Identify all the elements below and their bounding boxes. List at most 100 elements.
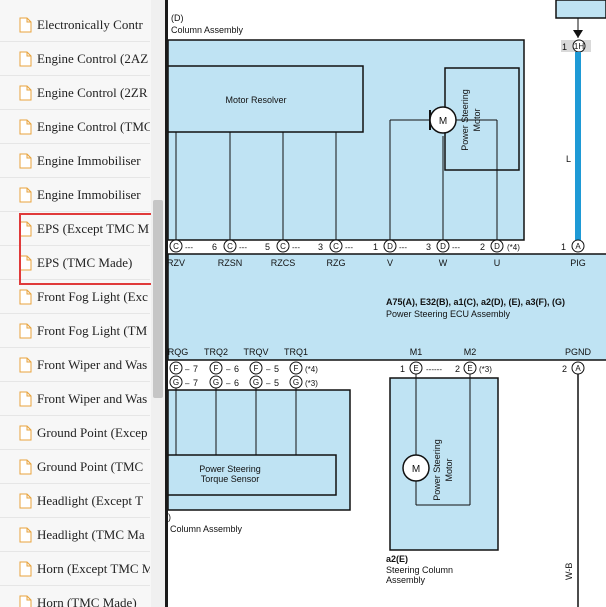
document-icon xyxy=(19,289,32,304)
svg-text:6: 6 xyxy=(234,378,239,388)
sidebar-item[interactable]: Electronically Contr xyxy=(0,8,150,42)
pin-1h-num: 1 xyxy=(562,42,567,52)
sidebar-item[interactable]: Front Wiper and Was xyxy=(0,348,150,382)
sidebar-item-label: Horn (TMC Made) xyxy=(37,594,137,607)
motor-symbol-label: M xyxy=(412,464,420,475)
sidebar-item[interactable]: Engine Control (2AZ xyxy=(0,42,150,76)
svg-text:RZCS: RZCS xyxy=(271,258,296,268)
svg-text:W: W xyxy=(439,258,448,268)
sidebar-item[interactable]: Ground Point (Excep xyxy=(0,416,150,450)
document-icon xyxy=(19,561,32,576)
ps-motor-label-bottom-1: Power Steering xyxy=(432,439,442,501)
ecu-code: A75(A), E32(B), a1(C), a2(D), (E), a3(F)… xyxy=(386,297,565,307)
svg-text:–: – xyxy=(266,365,271,374)
svg-text:G: G xyxy=(173,378,179,387)
pane-divider[interactable] xyxy=(165,0,168,607)
sidebar-item[interactable]: Front Fog Light (TM xyxy=(0,314,150,348)
sidebar-item-label: Front Wiper and Was xyxy=(37,356,148,372)
svg-text:V: V xyxy=(387,258,393,268)
svg-text:3: 3 xyxy=(318,242,323,252)
torque-sensor-label-2: Torque Sensor xyxy=(201,474,260,484)
torque-sensor-inner xyxy=(168,454,337,496)
document-icon xyxy=(19,51,32,66)
svg-text:F: F xyxy=(294,364,299,373)
svg-text:1: 1 xyxy=(373,242,378,252)
sidebar-item[interactable]: Engine Immobiliser xyxy=(0,178,150,212)
sidebar-item[interactable]: Headlight (Except T xyxy=(0,484,150,518)
document-icon xyxy=(19,493,32,508)
svg-text:TRQV: TRQV xyxy=(243,347,268,357)
svg-text:(*4): (*4) xyxy=(507,243,520,252)
document-icon xyxy=(19,153,32,168)
sidebar-item[interactable]: Front Fog Light (Exc xyxy=(0,280,150,314)
bottom-left-name: Column Assembly xyxy=(170,524,243,534)
svg-text:RZSN: RZSN xyxy=(218,258,243,268)
svg-text:F: F xyxy=(214,364,219,373)
svg-text:C: C xyxy=(333,242,339,251)
sidebar-item[interactable]: Horn (Except TMC M xyxy=(0,552,150,586)
sidebar-item-label: Ground Point (Excep xyxy=(37,424,148,440)
svg-text:1: 1 xyxy=(400,364,405,374)
bottom-pin-labels: RQG TRQ2 TRQV TRQ1 M1 M2 PGND xyxy=(168,347,591,357)
motor-symbol-label: M xyxy=(439,116,447,127)
sidebar-item[interactable]: Headlight (TMC Ma xyxy=(0,518,150,552)
top-pin-labels: RZV RZSN RZCS RZG V W U PIG xyxy=(168,258,586,268)
svg-text:6: 6 xyxy=(234,364,239,374)
svg-text:PIG: PIG xyxy=(570,258,586,268)
scrollbar-thumb[interactable] xyxy=(153,200,163,398)
svg-text:TRQ2: TRQ2 xyxy=(204,347,228,357)
svg-text:(*4): (*4) xyxy=(305,365,318,374)
top-right-box xyxy=(555,0,606,19)
sidebar-item-label: Engine Control (TMC xyxy=(37,118,150,134)
wiring-diagram: (D) Column Assembly Motor Resolver M Pow… xyxy=(168,0,606,607)
ps-motor-box-top xyxy=(444,67,520,171)
sidebar-item[interactable]: Engine Control (2ZR xyxy=(0,76,150,110)
svg-text:RZV: RZV xyxy=(168,258,185,268)
svg-text:–: – xyxy=(266,379,271,388)
document-icon xyxy=(19,85,32,100)
svg-text:G: G xyxy=(253,378,259,387)
svg-text:7: 7 xyxy=(193,364,198,374)
svg-text:C: C xyxy=(173,242,179,251)
sidebar-item[interactable]: Ground Point (TMC xyxy=(0,450,150,484)
sidebar-item-label: Ground Point (TMC xyxy=(37,458,144,474)
top-pin-row: C --- 6 C --- 5 C --- 3 C --- 1 D --- 3 … xyxy=(169,239,585,253)
sidebar-scrollbar[interactable] xyxy=(151,0,165,607)
top-left-code: (D) xyxy=(171,13,184,23)
svg-text:–: – xyxy=(226,379,231,388)
sidebar-item-label: Front Fog Light (TM xyxy=(37,322,148,338)
svg-text:F: F xyxy=(174,364,179,373)
svg-text:7: 7 xyxy=(193,378,198,388)
sidebar-item-label: Electronically Contr xyxy=(37,16,143,32)
sidebar-item[interactable]: Horn (TMC Made) xyxy=(0,586,150,607)
pgnd-pin: 2 A W-B xyxy=(562,361,585,607)
svg-text:---: --- xyxy=(399,243,407,252)
ps-motor-label-top-1: Power Steering xyxy=(460,89,470,151)
svg-text:---: --- xyxy=(185,243,193,252)
svg-text:C: C xyxy=(227,242,233,251)
sidebar-item[interactable]: Engine Immobiliser xyxy=(0,144,150,178)
pin-1h-conn: 1H xyxy=(574,42,584,51)
svg-text:A: A xyxy=(575,242,581,251)
svg-text:---: --- xyxy=(345,243,353,252)
sidebar-item-label: Front Fog Light (Exc xyxy=(37,288,148,304)
svg-text:W-B: W-B xyxy=(564,563,574,580)
e-pin-row: 1 E ------ 2 E (*3) xyxy=(400,361,492,375)
sidebar-item-label: Engine Immobiliser xyxy=(37,152,141,168)
sidebar-item-label: Engine Control (2AZ xyxy=(37,50,149,66)
sidebar-item[interactable]: Engine Control (TMC xyxy=(0,110,150,144)
document-icon xyxy=(19,357,32,372)
svg-text:------: ------ xyxy=(426,365,442,374)
svg-text:PGND: PGND xyxy=(565,347,592,357)
sidebar-item-eps-tmc-made[interactable]: EPS (TMC Made) xyxy=(0,246,150,280)
svg-text:5: 5 xyxy=(274,364,279,374)
top-left-name: Column Assembly xyxy=(171,25,244,35)
svg-text:D: D xyxy=(387,242,393,251)
svg-text:E: E xyxy=(467,364,472,373)
sidebar-item-eps-except-tmc[interactable]: EPS (Except TMC M xyxy=(0,212,150,246)
wire-color-label: L xyxy=(566,154,571,164)
document-icon xyxy=(19,323,32,338)
sidebar-item[interactable]: Front Wiper and Was xyxy=(0,382,150,416)
motor-symbol-bottom xyxy=(402,454,430,482)
svg-text:M2: M2 xyxy=(464,347,477,357)
